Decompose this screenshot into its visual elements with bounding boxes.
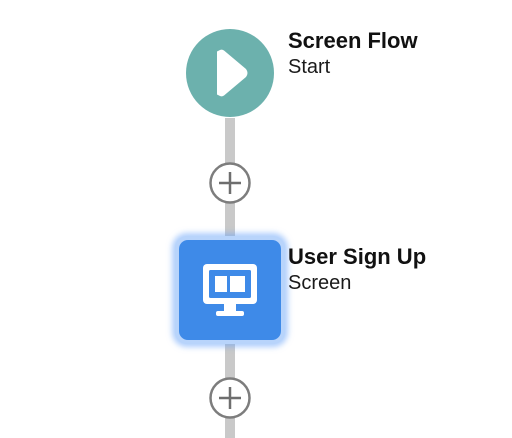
screen-node-label: User Sign Up Screen [288, 244, 426, 296]
add-element-button[interactable] [208, 161, 252, 205]
play-icon [217, 49, 248, 97]
monitor-icon [203, 264, 257, 316]
screen-node-subtitle: Screen [288, 272, 352, 294]
start-node-label: Screen Flow Start [288, 28, 418, 80]
plus-circle-icon [209, 377, 251, 419]
start-node-subtitle: Start [288, 56, 331, 78]
screen-node[interactable] [179, 240, 281, 340]
plus-circle-icon [209, 162, 251, 204]
start-node[interactable] [186, 29, 274, 117]
start-node-title: Screen Flow [288, 28, 418, 53]
screen-node-title: User Sign Up [288, 244, 427, 269]
add-element-button[interactable] [208, 376, 252, 420]
